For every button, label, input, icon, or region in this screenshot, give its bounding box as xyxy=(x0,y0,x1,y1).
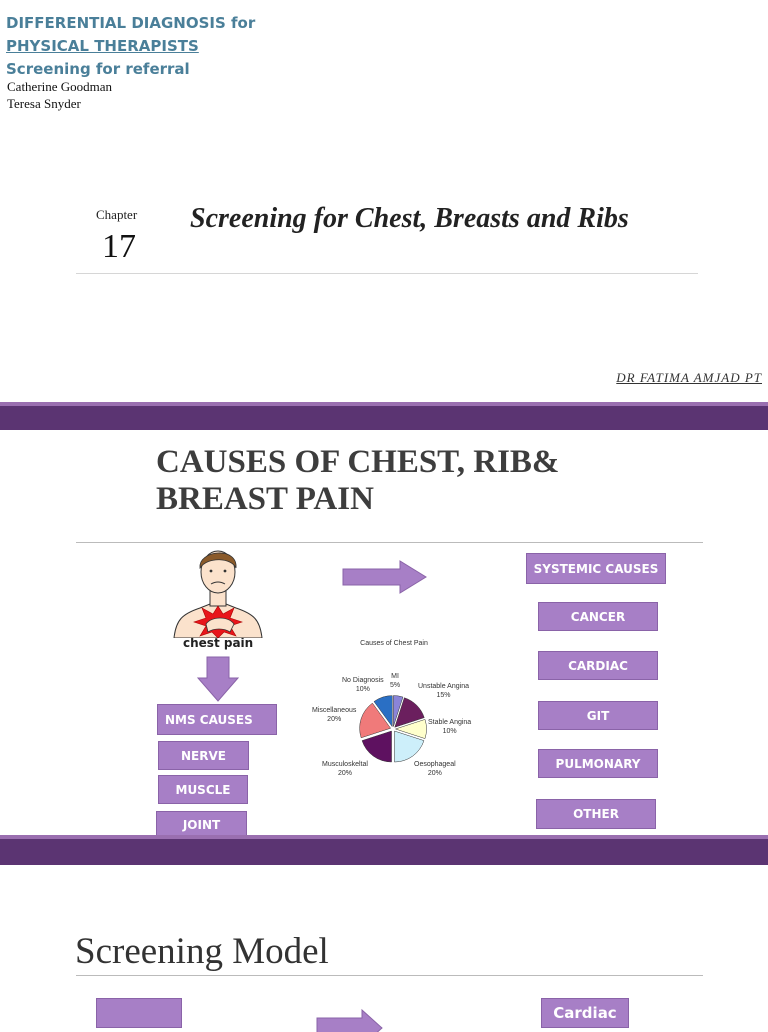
screening-model-title: Screening Model xyxy=(75,931,329,972)
slide-top-band xyxy=(0,402,768,430)
nerve-box: NERVE xyxy=(158,741,249,770)
other-box: OTHER xyxy=(536,799,656,829)
cancer-box: CANCER xyxy=(538,602,658,631)
screening-arrow-icon xyxy=(316,1008,383,1032)
slide-title-line-1: CAUSES OF CHEST, RIB& xyxy=(156,444,560,480)
slide-divider xyxy=(76,542,703,543)
pie-slice-musculoskeltal xyxy=(361,730,392,763)
chapter-number: 17 xyxy=(102,228,136,265)
pie-slice-mi xyxy=(393,695,404,727)
slide-title: CAUSES OF CHEST, RIB& BREAST PAIN xyxy=(156,444,559,518)
slide-bottom-band xyxy=(0,835,768,865)
presenter-signature: DR FATIMA AMJAD PT xyxy=(616,370,762,385)
book-title-line-1: DIFFERENTIAL DIAGNOSIS for xyxy=(6,14,256,32)
pie-slice-stable-angina xyxy=(394,719,427,739)
author-2: Teresa Snyder xyxy=(7,96,81,111)
pie-slice-unstable-angina xyxy=(394,697,425,728)
git-box: GIT xyxy=(538,701,658,730)
arrow-down-icon xyxy=(197,656,239,702)
book-title-line-2: PHYSICAL THERAPISTS xyxy=(6,37,199,55)
cardiac-screening-box: Cardiac xyxy=(541,998,629,1028)
author-1: Catherine Goodman xyxy=(7,79,113,94)
authors: Catherine Goodman Teresa Snyder xyxy=(7,78,112,112)
chest-pain-illustration xyxy=(173,550,263,638)
slide-title-line-2: BREAST PAIN xyxy=(156,481,374,517)
book-title-line-3: Screening for referral xyxy=(6,60,190,78)
pie-slice-miscellaneous xyxy=(359,702,392,739)
pulmonary-box: PULMONARY xyxy=(538,749,658,778)
pie-chart-title: Causes of Chest Pain xyxy=(360,640,428,647)
chapter-divider xyxy=(76,273,698,274)
arrow-right-icon xyxy=(342,560,427,594)
pie-chart xyxy=(359,695,427,763)
pie-slice-no-diagnosis xyxy=(373,695,393,728)
chapter-label: Chapter xyxy=(96,207,138,222)
cardiac-box: CARDIAC xyxy=(538,651,658,680)
book-title: DIFFERENTIAL DIAGNOSIS for PHYSICAL THER… xyxy=(6,12,255,81)
nms-causes-box: NMS CAUSES xyxy=(157,704,277,735)
systemic-causes-box: SYSTEMIC CAUSES xyxy=(526,553,666,584)
chapter-title: Screening for Chest, Breasts and Ribs xyxy=(190,203,629,234)
screening-divider xyxy=(76,975,703,976)
pie-slice-oesophageal xyxy=(394,730,425,763)
muscle-box: MUSCLE xyxy=(158,775,248,804)
chest-pain-caption: chest pain xyxy=(183,636,254,650)
